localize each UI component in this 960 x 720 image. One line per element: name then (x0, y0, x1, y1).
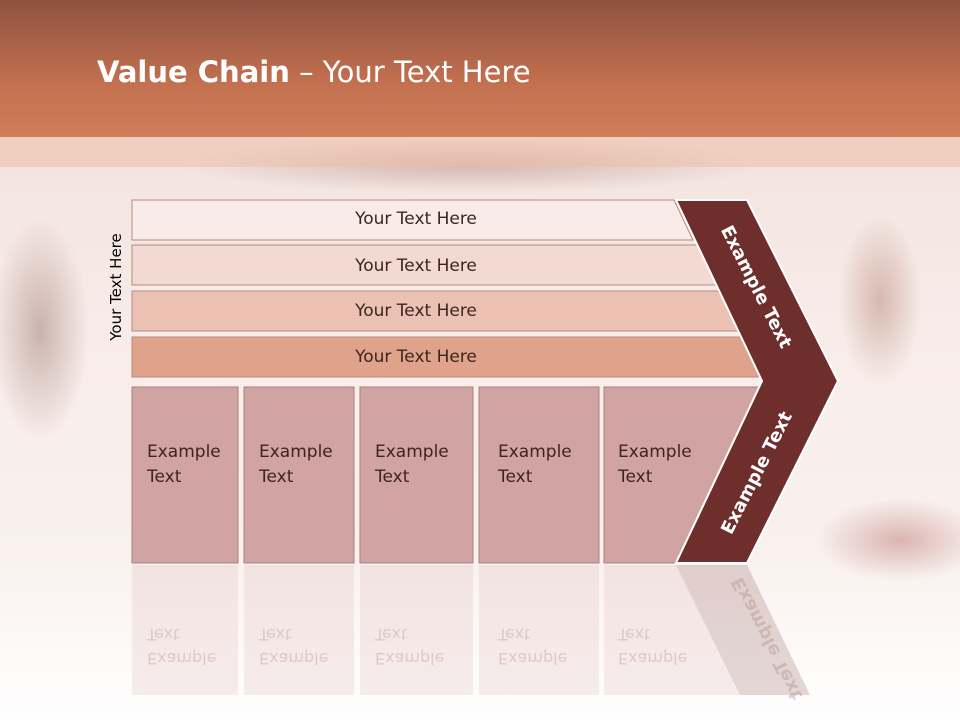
activity-box-2 (243, 386, 355, 564)
row-label-4: Your Text Here (355, 347, 477, 367)
diagram-reflection (132, 565, 810, 695)
slide-title: Value Chain – Your Text Here (97, 55, 531, 89)
row-label-1: Your Text Here (355, 209, 477, 229)
row-bar-1 (131, 199, 694, 241)
activity-box-1 (131, 386, 239, 564)
reflection-fade (0, 560, 960, 720)
vertical-side-label: Your Text Here (107, 233, 125, 341)
row-label-3: Your Text Here (355, 301, 477, 321)
header-strip (0, 137, 960, 167)
chevron-arrow (674, 199, 840, 564)
row-label-2: Your Text Here (355, 256, 477, 276)
activity-box-4 (478, 386, 600, 564)
activity-box-3 (359, 386, 474, 564)
header-band (0, 0, 960, 137)
